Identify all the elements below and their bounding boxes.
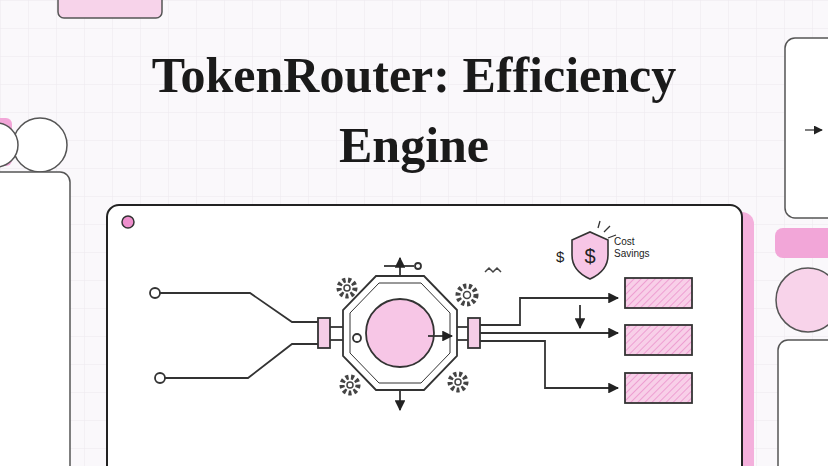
output-wires-part xyxy=(480,332,618,334)
router-engine-part xyxy=(330,339,343,341)
output-boxes-part xyxy=(625,373,692,403)
router-engine-part xyxy=(404,265,414,267)
cost-shield-part xyxy=(598,221,616,238)
page-title: TokenRouter: Efficiency Engine xyxy=(94,40,734,180)
input-wires xyxy=(150,288,318,383)
router-engine-part xyxy=(350,283,450,383)
router-engine-part xyxy=(457,326,468,328)
gears-part xyxy=(458,286,476,304)
output-wires-part xyxy=(480,298,618,325)
output-wires-part xyxy=(579,305,581,328)
main-panel-part xyxy=(107,205,742,466)
output-boxes-part xyxy=(625,278,692,308)
dollar-sign: $ xyxy=(556,249,564,264)
gears xyxy=(339,268,501,393)
input-wires-part xyxy=(160,293,318,322)
output-wires-part xyxy=(480,341,618,388)
router-engine xyxy=(318,258,480,410)
decor-frames-part xyxy=(13,118,67,172)
router-engine-part xyxy=(384,265,396,267)
decor-frames-part xyxy=(776,268,828,332)
router-engine-part xyxy=(457,339,468,341)
gears-part xyxy=(344,285,350,291)
gears-part xyxy=(347,382,353,388)
gears-part xyxy=(485,268,501,272)
main-panel-part xyxy=(122,216,134,228)
input-wires-part xyxy=(165,344,318,378)
gears-part xyxy=(342,377,358,393)
router-engine-part xyxy=(330,326,343,328)
decor-frames-part xyxy=(785,38,828,218)
decor-frames-part xyxy=(0,172,70,466)
main-panel xyxy=(107,205,754,466)
gears-part xyxy=(339,280,355,296)
router-engine-part xyxy=(366,299,434,367)
cost-shield-part xyxy=(572,232,608,279)
input-wires-part xyxy=(150,288,160,298)
router-engine-part xyxy=(428,335,452,337)
decor-frames-part xyxy=(805,129,822,131)
decor-frames-part xyxy=(775,228,828,258)
input-wires-part xyxy=(155,373,165,383)
cost-shield xyxy=(572,221,616,279)
output-boxes xyxy=(625,278,692,403)
output-wires xyxy=(480,298,618,388)
router-engine-part xyxy=(415,263,421,269)
router-engine-part xyxy=(343,276,457,390)
router-engine-part xyxy=(468,318,480,348)
dollar-sign: $ xyxy=(584,246,595,266)
output-boxes-part xyxy=(625,325,692,355)
router-engine-part xyxy=(399,390,401,410)
callout-text: Cost Savings xyxy=(614,236,664,260)
router-engine-part xyxy=(318,318,330,348)
gears-part xyxy=(455,379,461,385)
decor-frames-part xyxy=(58,0,162,18)
decor-frames-part xyxy=(778,340,828,466)
gears-part xyxy=(464,292,471,299)
decor-frames-part xyxy=(0,123,18,167)
router-engine-part xyxy=(353,334,361,342)
gears-part xyxy=(450,374,466,390)
router-engine-part xyxy=(399,258,401,276)
